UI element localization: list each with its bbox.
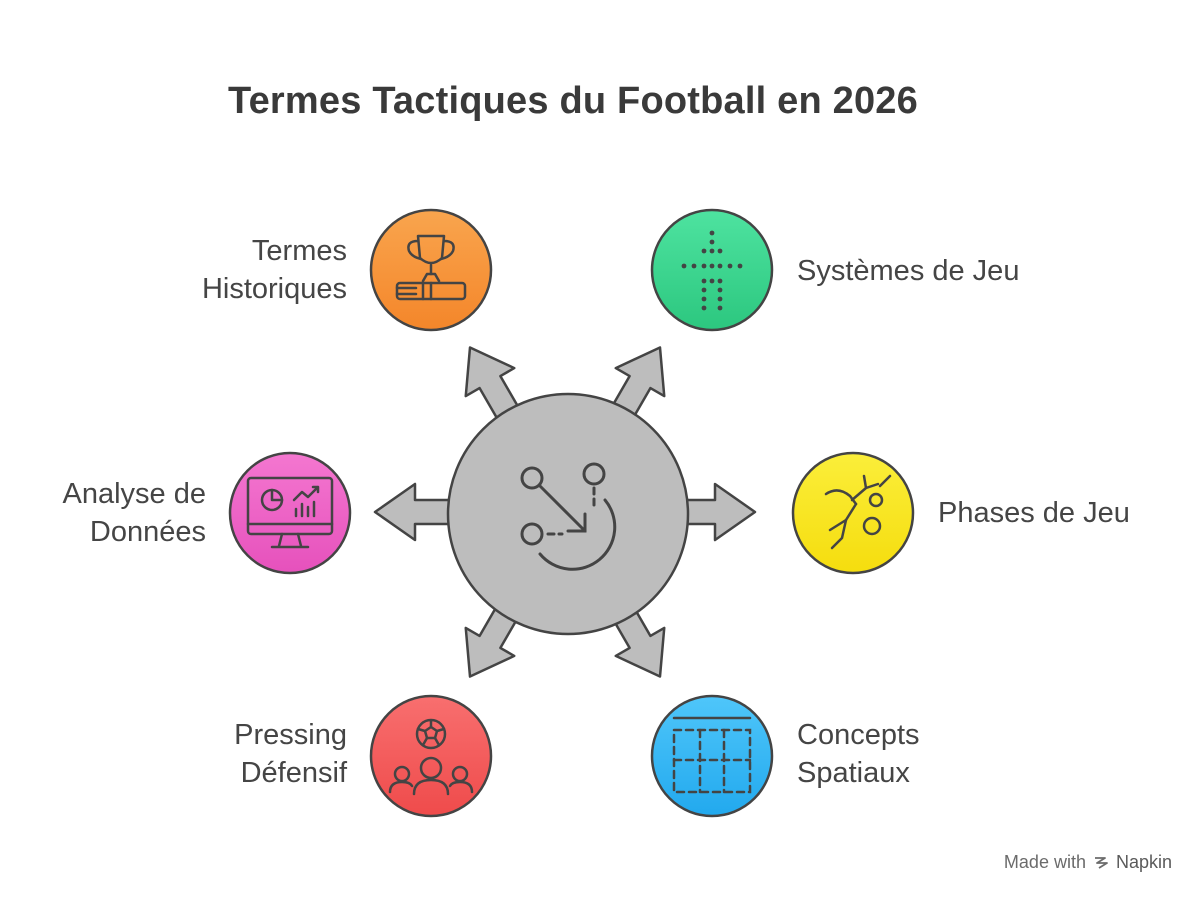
- label-line: Pressing: [234, 719, 347, 751]
- center-hub: [373, 346, 757, 678]
- formation-dots-icon: [681, 230, 743, 311]
- monitor-chart-icon: [246, 476, 334, 549]
- systemes-circle: [650, 208, 774, 332]
- grid-zones-icon: [672, 716, 752, 794]
- label-line: Défensif: [240, 757, 347, 789]
- tactic-play-icon: [520, 462, 617, 571]
- label-line: Concepts: [797, 719, 920, 751]
- label-phases: Phases de Jeu: [938, 494, 1130, 532]
- label-line: Termes: [251, 235, 347, 267]
- label-historiques: Termes Historiques: [202, 232, 347, 308]
- label-analyse: Analyse de Données: [63, 475, 207, 551]
- label-pressing: Pressing Défensif: [234, 716, 347, 792]
- player-kick-icon: [824, 474, 892, 550]
- label-line: Données: [89, 516, 206, 548]
- analyse-circle: [228, 451, 352, 575]
- label-line: Historiques: [201, 273, 347, 305]
- napkin-logo-icon: [1094, 856, 1108, 869]
- trophy-icon: [395, 234, 467, 301]
- made-with-text: Made with: [1003, 852, 1086, 872]
- made-with-napkin[interactable]: Made with Napkin: [1004, 852, 1172, 873]
- label-spatiaux: Concepts Spatiaux: [797, 716, 920, 792]
- page-title: Termes Tactiques du Football en 2026: [228, 80, 918, 122]
- phases-circle: [791, 451, 915, 575]
- label-line: Phases de Jeu: [938, 497, 1130, 529]
- label-line: Analyse de: [62, 478, 207, 510]
- label-systemes: Systèmes de Jeu: [797, 252, 1019, 290]
- label-line: Spatiaux: [797, 757, 910, 789]
- napkin-brand-text: Napkin: [1115, 852, 1172, 872]
- team-ball-icon: [388, 718, 474, 796]
- label-line: Systèmes de Jeu: [797, 255, 1020, 287]
- pressing-circle: [369, 694, 493, 818]
- spatiaux-circle: [650, 694, 774, 818]
